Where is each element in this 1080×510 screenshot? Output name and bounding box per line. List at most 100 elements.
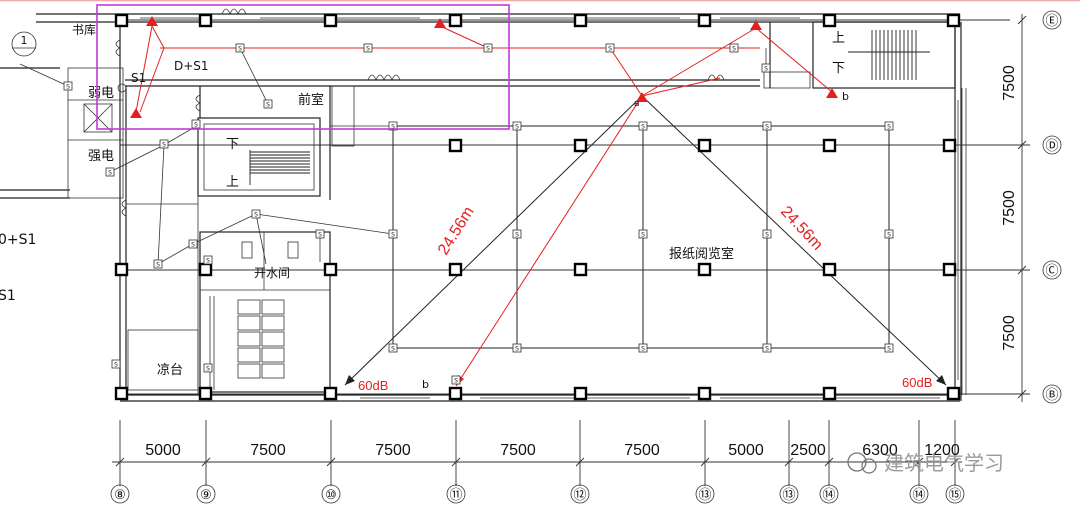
detector-icon: S xyxy=(512,121,522,131)
device-network xyxy=(19,47,890,349)
svg-text:S: S xyxy=(486,46,490,53)
svg-text:S: S xyxy=(887,346,891,353)
left-partial-label-1: 0+S1 xyxy=(0,232,36,248)
svg-text:1: 1 xyxy=(21,34,28,47)
detector-icon: S xyxy=(263,99,273,109)
speaker-icon xyxy=(826,88,838,98)
svg-text:S: S xyxy=(641,124,645,131)
detector-icon: S xyxy=(451,375,461,385)
detector-icon: S xyxy=(483,43,493,53)
svg-text:S: S xyxy=(887,124,891,131)
detector-icon: S xyxy=(512,229,522,239)
bottom-dimension-line xyxy=(112,457,962,467)
axis-label-11: ⑪ xyxy=(449,487,462,502)
svg-text:S: S xyxy=(206,366,210,373)
marker-b: b xyxy=(842,90,849,103)
marker-b2: b xyxy=(422,378,429,391)
detector-icon: S xyxy=(203,363,213,373)
svg-text:S: S xyxy=(191,242,195,249)
svg-text:S: S xyxy=(454,378,458,385)
svg-text:S: S xyxy=(391,346,395,353)
watermark-text: 建筑电气学习 xyxy=(884,451,1004,475)
axis-label-8: ⑧ xyxy=(114,487,126,502)
room-label-reading-room: 报纸阅览室 xyxy=(669,246,734,262)
svg-text:S: S xyxy=(254,212,258,219)
axis-label-12: ⑫ xyxy=(573,487,586,502)
svg-text:S: S xyxy=(391,124,395,131)
svg-text:S: S xyxy=(764,66,768,73)
svg-text:S: S xyxy=(366,46,370,53)
dim-bottom-5: 7500 xyxy=(624,442,660,459)
dim-bottom-1: 5000 xyxy=(145,442,181,459)
svg-text:S: S xyxy=(608,46,612,53)
stair-down-label-right: 下 xyxy=(832,61,845,76)
detector-icon: S xyxy=(203,255,213,265)
dim-bottom-9: 1200 xyxy=(924,442,960,459)
speaker-icon xyxy=(146,16,158,26)
detector-icon: S xyxy=(388,121,398,131)
detector-icon: S xyxy=(388,343,398,353)
watermark: 建筑电气学习 xyxy=(847,451,1004,475)
axis-label-9: ⑨ xyxy=(200,487,212,502)
dim-bottom-4: 7500 xyxy=(500,442,536,459)
detector-icon: S xyxy=(638,121,648,131)
sound-level-right: 60dB xyxy=(902,375,932,390)
detector-icon: S xyxy=(153,259,163,269)
stair-right xyxy=(848,30,930,80)
dim-bottom-6: 5000 xyxy=(728,442,764,459)
axis-bubbles-vertical xyxy=(110,484,965,504)
svg-text:S: S xyxy=(641,346,645,353)
axis-label-14a: ⑭ xyxy=(912,487,925,502)
dim-bottom-2: 7500 xyxy=(250,442,286,459)
stair-down-label: 下 xyxy=(226,137,239,152)
detector-icon: S xyxy=(762,229,772,239)
detector-icon: S xyxy=(884,121,894,131)
svg-text:S: S xyxy=(641,232,645,239)
detector-icon: S xyxy=(191,119,201,129)
room-label-strong-current: 强电 xyxy=(88,149,114,164)
speaker-icon xyxy=(750,20,762,30)
detector-icon: S xyxy=(638,343,648,353)
axis-label-E: Ⓔ xyxy=(1045,13,1058,28)
svg-text:S: S xyxy=(156,262,160,269)
svg-text:S: S xyxy=(765,124,769,131)
svg-text:S: S xyxy=(162,142,166,149)
svg-text:S: S xyxy=(515,232,519,239)
room-label-weak-current: 弱电 xyxy=(88,86,114,101)
stair-up-label-right: 上 xyxy=(832,31,845,46)
detector-icon: S xyxy=(761,63,771,73)
detector-icon: S xyxy=(188,239,198,249)
detector-icon: S xyxy=(762,121,772,131)
detector-icon: S xyxy=(762,343,772,353)
detector-icon: S xyxy=(884,343,894,353)
axis-label-13a: ⑬ xyxy=(782,487,795,502)
detector-icon: S xyxy=(363,43,373,53)
svg-text:S: S xyxy=(66,84,70,91)
detector-icon: S xyxy=(729,43,739,53)
dim-right-2: 7500 xyxy=(1001,190,1018,226)
detector-icon: S xyxy=(105,167,115,177)
distance-label-red: 24.56m xyxy=(435,204,478,258)
coil-symbols xyxy=(115,8,725,217)
dim-right-1: 7500 xyxy=(1001,65,1018,101)
svg-text:S: S xyxy=(515,346,519,353)
dim-right-3: 7500 xyxy=(1001,315,1018,351)
svg-text:S: S xyxy=(887,232,891,239)
svg-text:S: S xyxy=(194,122,198,129)
detector-icon: S xyxy=(235,43,245,53)
panel-node-icon xyxy=(117,83,127,93)
speaker-icon xyxy=(130,108,142,118)
dim-bottom-7: 2500 xyxy=(790,442,826,459)
speaker-icon xyxy=(434,18,446,28)
detector-icon: S xyxy=(884,229,894,239)
stair-left xyxy=(249,150,310,185)
axis-grid xyxy=(119,19,1030,486)
room-label-library: 书库 xyxy=(72,22,96,37)
svg-text:S: S xyxy=(238,46,242,53)
room-label-water-room: 开水间 xyxy=(254,266,290,280)
detector-icon: S xyxy=(159,139,169,149)
detector-icon: S xyxy=(63,81,73,91)
highlight-box xyxy=(96,4,510,130)
detector-icon: S xyxy=(605,43,615,53)
